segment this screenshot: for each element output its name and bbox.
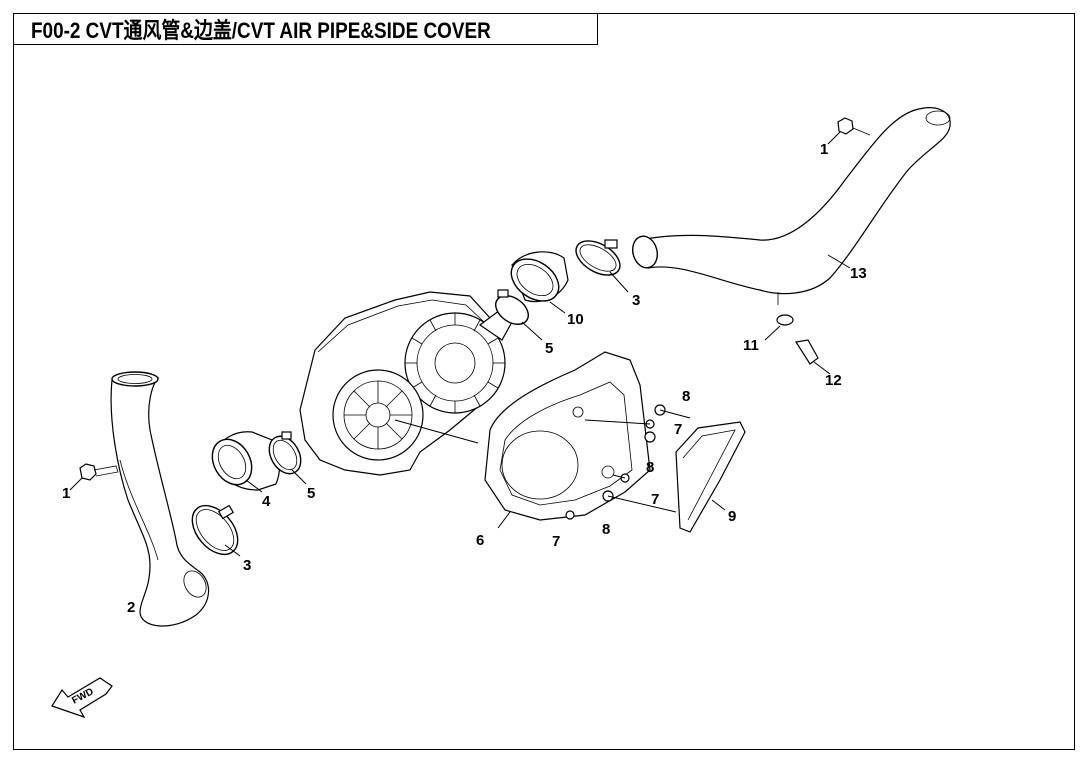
part-1-nut-upper	[827, 117, 871, 145]
part-1-nut-left	[69, 463, 119, 491]
callout-8-bottom: 8	[602, 521, 610, 538]
fwd-arrow-icon: FWD	[51, 677, 113, 719]
callout-1-upper: 1	[820, 141, 828, 158]
callout-4: 4	[262, 493, 271, 510]
callout-13: 13	[850, 265, 867, 282]
callout-12: 12	[825, 372, 842, 389]
part-8-washers	[602, 404, 691, 513]
part-11-clip	[764, 314, 794, 341]
callout-11: 11	[743, 337, 759, 354]
title-box: F00-2 CVT通风管&边盖/CVT AIR PIPE&SIDE COVER	[13, 13, 598, 45]
part-5-clamp-left	[268, 431, 307, 485]
callout-3-left: 3	[243, 557, 251, 574]
part-4-boot	[211, 431, 281, 493]
callout-8-top: 8	[682, 388, 690, 405]
part-6-side-cover	[484, 351, 651, 529]
callout-7-mid: 7	[651, 491, 659, 508]
part-9-outlet-cover	[675, 421, 746, 533]
callout-1-left: 1	[62, 485, 70, 502]
part-10-boot-upper	[510, 251, 569, 314]
callout-8-mid: 8	[646, 459, 654, 476]
callout-10: 10	[567, 311, 584, 328]
part-2-intake-pipe	[110, 371, 210, 627]
part-7-bolts	[565, 419, 655, 520]
cvt-housing	[299, 291, 513, 476]
callout-7-top: 7	[674, 421, 682, 438]
part-5-clamp-upper	[495, 289, 543, 341]
drawing-frame	[13, 13, 1075, 750]
page-title: F00-2 CVT通风管&边盖/CVT AIR PIPE&SIDE COVER	[31, 17, 491, 43]
part-12-drain-plug	[795, 339, 831, 375]
callout-2: 2	[127, 599, 135, 616]
callout-3-upper: 3	[632, 292, 640, 309]
callout-5-upper: 5	[545, 340, 553, 357]
callout-6: 6	[476, 532, 484, 549]
callout-9: 9	[728, 508, 736, 525]
part-3-clamp-upper	[575, 239, 629, 293]
part-3-clamp-left	[191, 504, 241, 557]
part-13-upper-pipe	[631, 107, 951, 305]
callout-7-bottom: 7	[552, 533, 560, 550]
callout-5-left: 5	[307, 485, 315, 502]
